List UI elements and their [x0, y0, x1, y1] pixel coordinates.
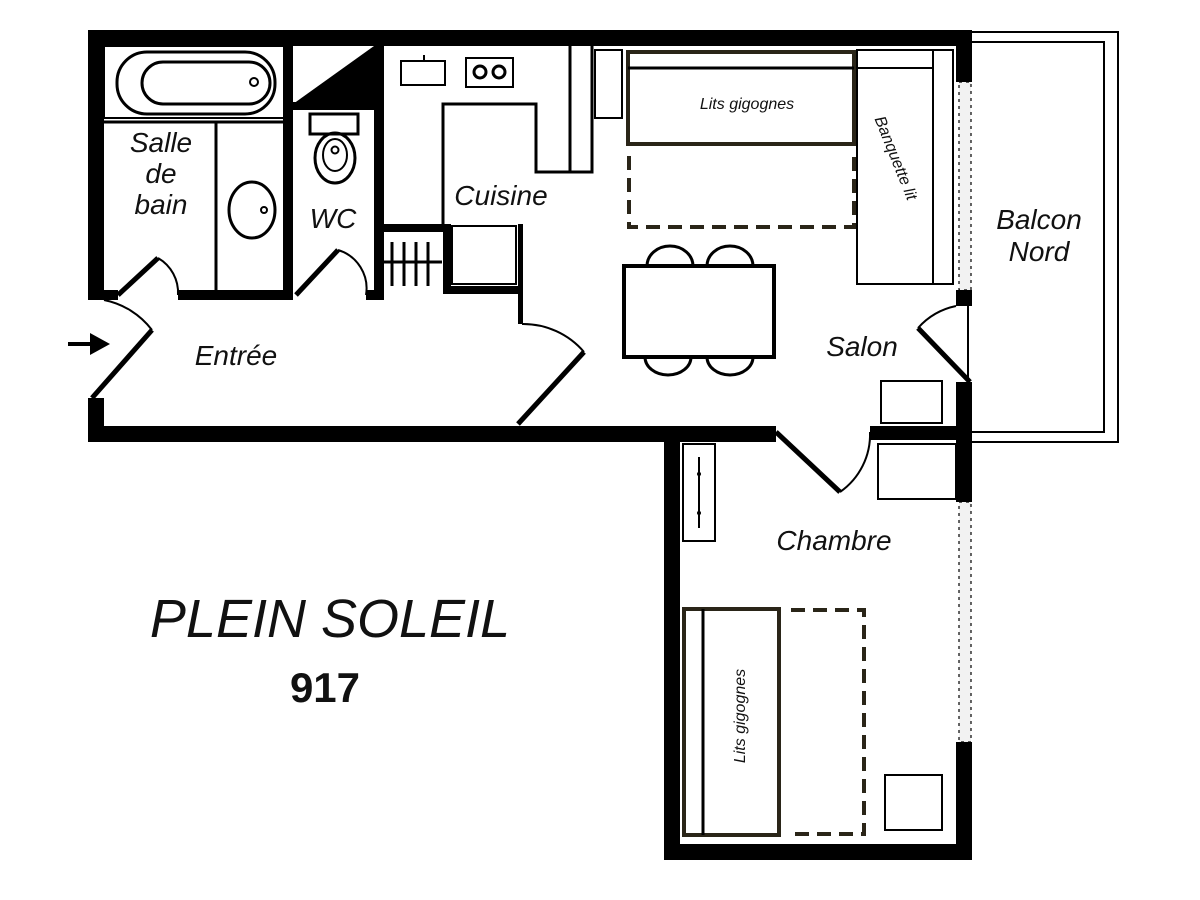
- bathroom-partitions: [104, 120, 287, 292]
- apartment-number: 917: [290, 664, 360, 711]
- bathroom-label-line1: Salle: [130, 127, 192, 158]
- bathroom-label-line2: de: [145, 158, 176, 189]
- living-trundle-bed-label: Lits gigognes: [700, 96, 794, 113]
- building-title: PLEIN SOLEIL: [150, 589, 510, 649]
- exterior-walls: [88, 30, 972, 860]
- bedroom-trundle-bed: [682, 607, 866, 837]
- bedroom-trundle-bed-label: Lits gigognes: [732, 669, 749, 763]
- bathtub-icon: [103, 45, 288, 119]
- wardrobe-icon: [682, 443, 716, 542]
- sofa-bed-label: Banquette lit: [871, 114, 920, 203]
- toilet-icon: [308, 112, 360, 185]
- interior-walls: [88, 44, 523, 324]
- bedroom-label: Chambre: [776, 525, 891, 556]
- living-trundle-bed: [626, 50, 856, 229]
- doors: [90, 248, 972, 494]
- sink-icon: [227, 180, 277, 240]
- balcony-label-line1: Balcon: [996, 204, 1082, 235]
- sofa-bed: [856, 49, 954, 285]
- arrow-right-icon: [68, 333, 110, 355]
- salon-cabinets: [877, 380, 957, 500]
- kitchen-label: Cuisine: [454, 180, 547, 211]
- radiator-icon: [384, 242, 442, 286]
- living-label: Salon: [826, 331, 898, 362]
- balcony-label-line2: Nord: [1009, 236, 1071, 267]
- entrance-label: Entrée: [195, 340, 278, 371]
- windows: [958, 81, 972, 743]
- cooktop-icon: [465, 57, 514, 88]
- dining-table: [622, 244, 776, 377]
- bathroom-label-line3: bain: [135, 189, 188, 220]
- wc-label: WC: [310, 203, 357, 234]
- kitchen-sink-icon: [400, 55, 446, 86]
- nightstand: [884, 774, 943, 831]
- fridge-icon: [451, 225, 517, 285]
- kitchen-counter: [441, 46, 623, 224]
